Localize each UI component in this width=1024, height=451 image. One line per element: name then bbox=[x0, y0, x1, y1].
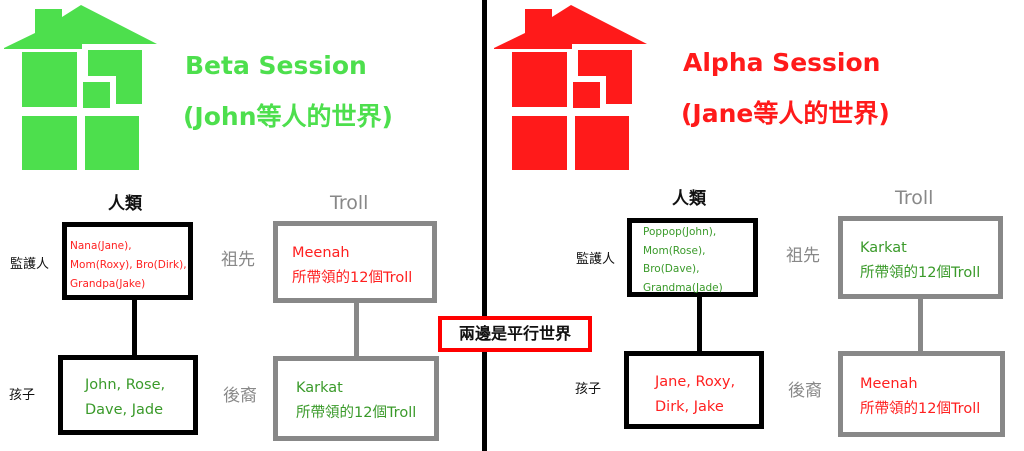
beta-descendant-box: Karkat 所帶領的12個Troll bbox=[273, 356, 439, 441]
beta-ancestor-label: 祖先 bbox=[221, 250, 255, 270]
alpha-descendant-box: Meenah 所帶領的12個Troll bbox=[838, 351, 1005, 437]
beta-house-logo bbox=[4, 5, 157, 170]
alpha-title: Alpha Session bbox=[683, 48, 881, 77]
alpha-troll-header: Troll bbox=[895, 187, 934, 209]
ancestor-line: 所帶領的12個Troll bbox=[860, 265, 981, 281]
beta-children-box: John, Rose, Dave, Jade bbox=[58, 355, 198, 435]
beta-guardian-label: 監護人 bbox=[10, 257, 50, 272]
alpha-human-header: 人類 bbox=[672, 189, 706, 209]
children-line: John, Rose, bbox=[85, 377, 166, 393]
center-divider bbox=[482, 0, 487, 451]
alpha-subtitle: (Jane等人的世界) bbox=[681, 99, 890, 128]
alpha-guardian-label: 監護人 bbox=[576, 252, 616, 267]
beta-human-header: 人類 bbox=[108, 194, 142, 214]
beta-human-connector bbox=[132, 298, 137, 358]
alpha-ancestor-box: Karkat 所帶領的12個Troll bbox=[838, 216, 1003, 299]
ancestor-line: 所帶領的12個Troll bbox=[292, 270, 413, 286]
beta-troll-header: Troll bbox=[330, 192, 369, 214]
guardian-line: Nana(Jane), bbox=[70, 240, 132, 252]
descendant-line: 所帶領的12個Troll bbox=[860, 401, 981, 417]
ancestor-line: Meenah bbox=[292, 245, 350, 261]
beta-subtitle: (John等人的世界) bbox=[183, 102, 393, 131]
guardian-line: Mom(Roxy), Bro(Dirk), bbox=[70, 259, 187, 271]
parallel-world-label: 兩邊是平行世界 bbox=[438, 316, 592, 352]
alpha-guardian-box: Poppop(John), Mom(Rose), Bro(Dave), Gran… bbox=[627, 218, 758, 297]
beta-child-label: 孩子 bbox=[9, 388, 36, 403]
alpha-ancestor-label: 祖先 bbox=[786, 246, 820, 266]
alpha-children-box: Jane, Roxy, Dirk, Jake bbox=[624, 351, 764, 429]
guardian-line: Poppop(John), bbox=[643, 226, 717, 238]
children-line: Dirk, Jake bbox=[655, 399, 724, 415]
children-line: Dave, Jade bbox=[85, 402, 164, 418]
alpha-descendant-label: 後裔 bbox=[788, 381, 822, 401]
guardian-line: Bro(Dave), bbox=[643, 263, 700, 275]
alpha-house-logo bbox=[494, 5, 647, 170]
beta-title: Beta Session bbox=[185, 51, 367, 80]
beta-descendant-label: 後裔 bbox=[223, 386, 257, 406]
alpha-human-connector bbox=[697, 295, 702, 355]
alpha-troll-connector bbox=[918, 296, 923, 354]
beta-ancestor-box: Meenah 所帶領的12個Troll bbox=[273, 221, 437, 303]
descendant-line: Meenah bbox=[860, 376, 918, 392]
descendant-line: Karkat bbox=[296, 380, 343, 396]
ancestor-line: Karkat bbox=[860, 240, 907, 256]
alpha-child-label: 孩子 bbox=[575, 382, 602, 397]
beta-troll-connector bbox=[354, 300, 359, 358]
guardian-line: Mom(Rose), bbox=[643, 244, 706, 257]
descendant-line: 所帶領的12個Troll bbox=[296, 405, 417, 421]
guardian-line: Grandpa(Jake) bbox=[70, 278, 146, 290]
guardian-line: Grandma(Jade) bbox=[643, 281, 723, 294]
children-line: Jane, Roxy, bbox=[655, 374, 736, 390]
beta-guardian-box: Nana(Jane), Mom(Roxy), Bro(Dirk), Grandp… bbox=[62, 222, 193, 300]
